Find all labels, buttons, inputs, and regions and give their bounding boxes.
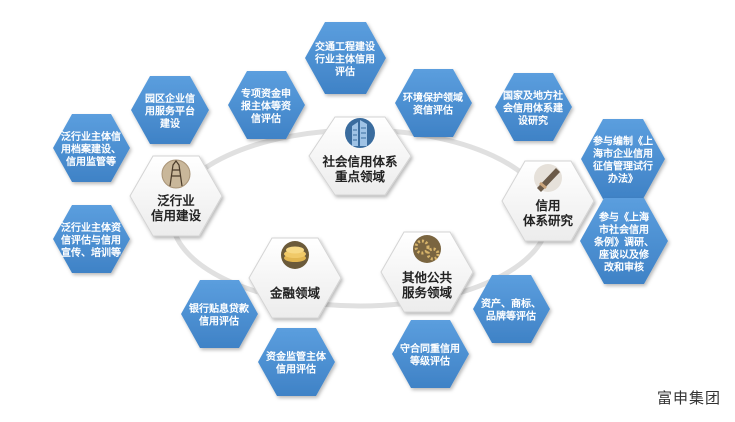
hex-label-line: 等级评估 [410,355,450,368]
hex-label-line: 泛行业主体信 [61,130,121,143]
hex-label-line: 重点领域 [335,169,386,184]
hex-label-line: 服务领域 [402,285,453,300]
hex-label-line: 社会信用体系 [321,154,398,169]
hex-label-line: 专项资金申 [241,87,291,100]
hex-special-fund-label: 专项资金申报主体等资信评估 [241,87,291,125]
hex-label-line: 报主体等资 [241,99,291,112]
core-hex-public: 其他公共服务领域 [380,231,474,313]
core-hex-research-label: 信用体系研究 [523,198,574,228]
hex-label-line: 泛行业 [157,193,195,208]
hex-label-line: 条例》调研、 [593,235,654,248]
hex-label-line: 园区企业信 [145,92,195,105]
gears-icon [413,235,441,263]
hex-label-line: 体系研究 [523,213,574,228]
hex-shanghai-regulation: 参与《上海市社会信用条例》调研、座谈以及修改和审核 [580,198,668,284]
hex-label-line: 其他公共 [402,270,453,285]
hex-contract-credit: 守合同重信用等级评估 [392,320,469,388]
hex-label-line: 守合同重信用 [400,342,460,355]
gold-coins-icon [281,241,309,269]
hex-asset-brand-label: 资产、商标、品牌等评估 [481,297,541,323]
hex-national-research-label: 国家及地方社会信用体系建设研究 [503,89,564,127]
hex-label-line: 参与编制《上 [593,135,653,148]
hex-label-line: 国家及地方社 [503,89,563,102]
core-hex-social: 社会信用体系重点领域 [308,116,412,196]
hex-label-line: 资产、商标、 [481,297,541,310]
pen-writing-icon [534,164,562,192]
hex-shanghai-measures: 参与编制《上海市企业信用征信管理试行办法》 [581,119,665,199]
building-icon [345,118,375,148]
hex-label-line: 信用评估 [199,315,239,328]
hex-general-archive: 泛行业主体信用档案建设、信用监管等 [53,114,130,182]
hex-label-line: 银行贴息贷款 [189,302,250,315]
hex-label-line: 会信用体系建 [503,101,564,114]
hex-label-line: 信评估与信用 [61,233,121,246]
hex-label-line: 市社会信用 [599,223,649,236]
hex-label-line: 品牌等评估 [486,310,536,323]
hex-label-line: 信评估 [251,112,281,125]
power-tower-icon [161,159,191,189]
hex-bank-loan-label: 银行贴息贷款信用评估 [189,302,250,328]
hex-label-line: 用服务平台 [144,104,195,117]
hex-park-platform-label: 园区企业信用服务平台建设 [144,92,195,130]
hex-asset-brand: 资产、商标、品牌等评估 [473,275,550,343]
hex-label-line: 信用 [535,198,560,213]
hex-general-assessment: 泛行业主体资信评估与信用宣传、培训等 [53,205,130,273]
core-hex-finance-label: 金融领域 [269,285,321,300]
hex-park-platform: 园区企业信用服务平台建设 [131,76,209,144]
core-hex-general: 泛行业信用建设 [129,155,223,237]
core-hex-general-label: 泛行业信用建设 [151,193,202,223]
hex-label-line: 海市企业信用 [593,147,653,160]
hex-label-line: 座谈以及修 [598,248,650,261]
hex-environment-label: 环境保护领域资信评估 [403,91,463,117]
hex-shanghai-regulation-label: 参与《上海市社会信用条例》调研、座谈以及修改和审核 [593,210,654,273]
hex-transport-label: 交通工程建设行业主体信用评估 [314,40,375,78]
hex-label-line: 泛行业主体资 [61,221,121,234]
hex-label-line: 行业主体信用 [314,52,375,65]
hex-label-line: 宣传、培训等 [61,246,121,259]
hex-label-line: 设研究 [518,114,548,127]
hex-label-line: 信用评估 [276,363,316,376]
hex-label-line: 交通工程建设 [315,40,375,53]
hex-general-archive-label: 泛行业主体信用档案建设、信用监管等 [60,130,121,168]
company-brand: 富申集团 [656,389,721,407]
hex-label-line: 信用监管等 [66,155,116,168]
hex-contract-credit-label: 守合同重信用等级评估 [400,342,460,368]
hex-label-line: 改和审核 [604,260,644,273]
hex-label-line: 资信评估 [413,104,453,117]
core-hex-finance: 金融领域 [248,237,342,319]
core-hex-public-label: 其他公共服务领域 [402,270,453,300]
hex-label-line: 建设 [159,117,180,130]
hex-bank-loan: 银行贴息贷款信用评估 [181,280,258,348]
hex-label-line: 用档案建设、 [60,142,121,155]
hex-general-assessment-label: 泛行业主体资信评估与信用宣传、培训等 [61,221,121,259]
hex-label-line: 资金监管主体 [266,350,327,363]
hex-environment: 环境保护领域资信评估 [395,69,472,137]
hex-label-line: 征信管理试行 [593,160,653,173]
hex-national-research: 国家及地方社会信用体系建设研究 [495,73,572,141]
hex-shanghai-measures-label: 参与编制《上海市企业信用征信管理试行办法》 [593,135,653,186]
core-hex-research: 信用体系研究 [501,160,595,242]
hex-label-line: 金融领域 [269,285,321,300]
hex-label-line: 环境保护领域 [403,91,463,104]
hex-label-line: 信用建设 [151,208,202,223]
hex-fund-supervision: 资金监管主体信用评估 [258,328,335,396]
core-hex-social-label: 社会信用体系重点领域 [321,154,398,184]
hex-transport: 交通工程建设行业主体信用评估 [305,22,386,94]
hex-special-fund: 专项资金申报主体等资信评估 [228,71,305,139]
hex-fund-supervision-label: 资金监管主体信用评估 [266,350,327,376]
hex-label-line: 评估 [335,65,355,78]
hex-label-line: 参与《上海 [599,210,649,223]
hex-label-line: 办法》 [608,172,638,185]
